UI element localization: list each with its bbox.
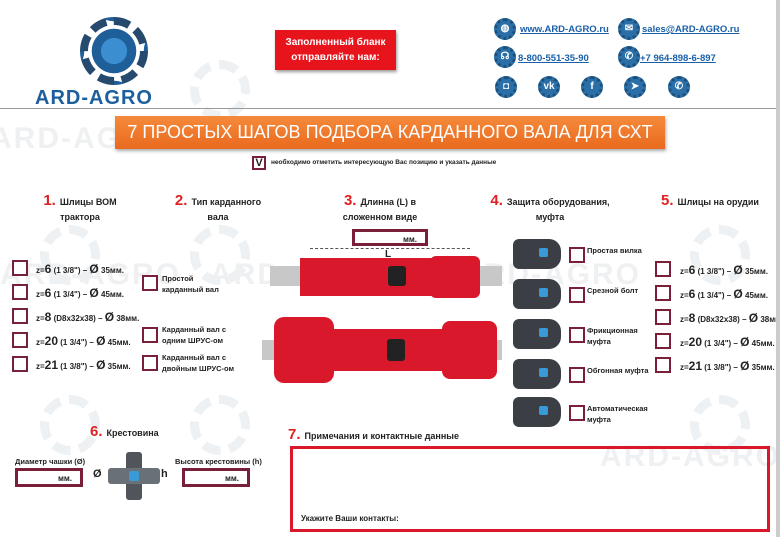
phone-icon: ✆ (618, 46, 640, 68)
scrollbar[interactable] (776, 0, 780, 537)
universal-joint-image (108, 452, 160, 500)
send-form-box: Заполненный бланк отправляйте нам: (275, 30, 396, 70)
logo-text: ARD-AGRO (35, 87, 153, 109)
implement-spline-checkbox[interactable] (655, 309, 671, 325)
cross-height-input[interactable]: мм. (182, 468, 250, 487)
phone2-link[interactable]: +7 964-898-6-897 (640, 53, 716, 64)
length-dim-label: L (385, 249, 392, 260)
coupling-checkbox[interactable] (569, 367, 585, 383)
pto-spline-checkbox[interactable] (12, 284, 28, 300)
implement-spline-option-label: z=6 (1 3/8") – Ø 35мм. (680, 263, 768, 277)
coupling-checkbox[interactable] (569, 287, 585, 303)
step2-heading: 2.Тип карданного вала (174, 192, 262, 222)
implement-spline-option-label: z=21 (1 3/8") – Ø 35мм. (680, 359, 775, 373)
step6-heading: 6.Крестовина (90, 423, 159, 440)
coupling-label: Фрикционная муфта (587, 326, 638, 346)
phone1-link[interactable]: 8-800-551-35-90 (518, 53, 589, 64)
coupling-checkbox[interactable] (569, 405, 585, 421)
pto-spline-checkbox[interactable] (12, 332, 28, 348)
step4-heading: 4.Защита оборудования, муфта (490, 192, 610, 222)
implement-spline-checkbox[interactable] (655, 285, 671, 301)
contacts-label: Укажите Ваши контакты: (301, 514, 399, 523)
implement-spline-option-label: z=6 (1 3/4") – Ø 45мм. (680, 287, 768, 301)
globe-icon: ◍ (494, 18, 516, 40)
pto-spline-option-label: z=6 (1 3/4") – Ø 45мм. (36, 286, 124, 300)
implement-spline-option-label: z=20 (1 3/4") – Ø 45мм. (680, 335, 775, 349)
whatsapp-icon[interactable]: ✆ (668, 76, 690, 98)
cv-shaft-image (262, 315, 502, 385)
pto-spline-checkbox[interactable] (12, 260, 28, 276)
watermark: ARD-AGRO (600, 440, 780, 473)
coupling-image (513, 319, 561, 349)
envelope-icon: ✉ (618, 18, 640, 40)
checkbox-double-cv-shaft[interactable] (142, 355, 158, 371)
option-label: Карданный вал с двойным ШРУС-ом (162, 353, 235, 373)
coupling-label: Простая вилка (587, 246, 642, 255)
headset-icon: ☊ (494, 46, 516, 68)
coupling-label: Срезной болт (587, 286, 639, 295)
step1-heading: 1.Шлицы ВОМ трактора (43, 192, 117, 222)
facebook-icon[interactable]: f (581, 76, 603, 98)
option-label: Карданный вал с одним ШРУС-ом (162, 325, 227, 345)
step5-heading: 5.Шлицы на орудии (661, 192, 759, 209)
pto-spline-option-label: z=8 (D8x32x38) – Ø 38мм. (36, 310, 140, 324)
coupling-image (513, 397, 561, 427)
instagram-icon[interactable]: ◘ (495, 76, 517, 98)
implement-spline-option-label: z=8 (D8x32x38) – Ø 38мм. (680, 311, 780, 325)
vk-icon[interactable]: vk (538, 76, 560, 98)
cup-diameter-input[interactable]: мм. (15, 468, 83, 487)
coupling-image (513, 239, 561, 269)
coupling-checkbox[interactable] (569, 247, 585, 263)
simple-shaft-image (270, 252, 502, 302)
diameter-dim-label: Ø (93, 468, 102, 480)
length-input[interactable]: мм. (352, 229, 428, 246)
implement-spline-checkbox[interactable] (655, 261, 671, 277)
website-link[interactable]: www.ARD-AGRO.ru (520, 24, 609, 35)
logo-gear-icon (80, 17, 148, 85)
legend-text: необходимо отметить интересующую Вас поз… (271, 159, 497, 166)
logo: ARD-AGRO (35, 15, 190, 110)
email-link[interactable]: sales@ARD-AGRO.ru (642, 24, 740, 35)
divider (0, 108, 780, 109)
checkbox-single-cv-shaft[interactable] (142, 327, 158, 343)
notes-textarea[interactable]: Укажите Ваши контакты: (290, 446, 770, 532)
coupling-image (513, 279, 561, 309)
cross-height-label: Высота крестовины (h) (175, 457, 262, 466)
step7-heading: 7.Примечания и контактные данные (288, 426, 459, 443)
step3-heading: 3.Длинна (L) в сложенном виде (342, 192, 418, 222)
coupling-label: Обгонная муфта (587, 366, 649, 375)
checkbox-simple-shaft[interactable] (142, 275, 158, 291)
height-dim-label: h (161, 468, 168, 480)
cup-diameter-label: Диаметр чашки (Ø) (15, 457, 86, 466)
pto-spline-option-label: z=6 (1 3/8") – Ø 35мм. (36, 262, 124, 276)
coupling-label: Автоматическая муфта (587, 404, 648, 424)
implement-spline-checkbox[interactable] (655, 357, 671, 373)
legend-mark: V (252, 156, 266, 170)
implement-spline-checkbox[interactable] (655, 333, 671, 349)
coupling-checkbox[interactable] (569, 327, 585, 343)
pto-spline-option-label: z=20 (1 3/4") – Ø 45мм. (36, 334, 131, 348)
banner-title: 7 ПРОСТЫХ ШАГОВ ПОДБОРА КАРДАННОГО ВАЛА … (115, 116, 665, 149)
length-dimension-line (310, 248, 470, 249)
pto-spline-checkbox[interactable] (12, 356, 28, 372)
coupling-image (513, 359, 561, 389)
pto-spline-option-label: z=21 (1 3/8") – Ø 35мм. (36, 358, 131, 372)
pto-spline-checkbox[interactable] (12, 308, 28, 324)
telegram-icon[interactable]: ➤ (624, 76, 646, 98)
option-label: Простой карданный вал (162, 274, 219, 294)
